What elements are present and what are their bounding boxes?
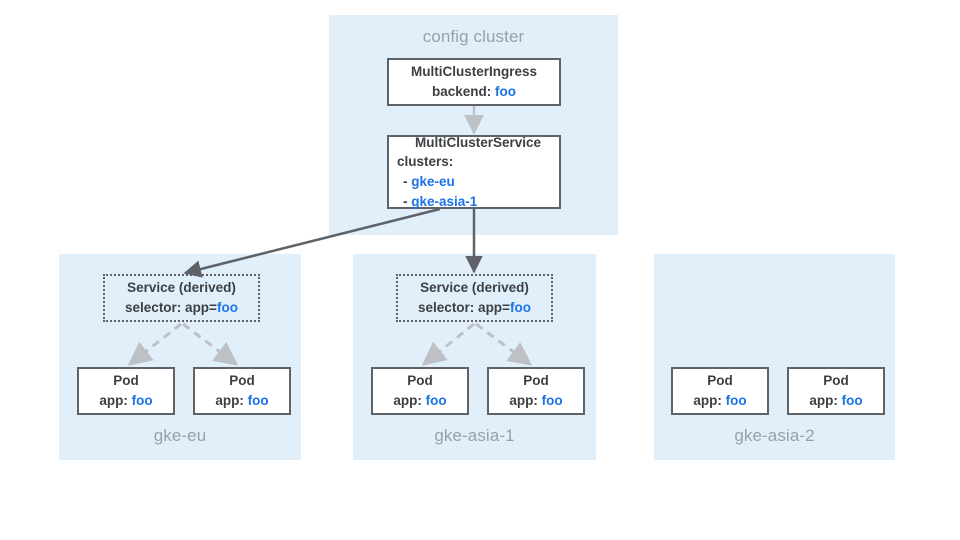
pod-title: Pod xyxy=(823,373,849,389)
pod-app: app: foo xyxy=(693,391,746,411)
multiclusterservice-title: MultiClusterService xyxy=(414,134,542,150)
cluster-label-gke-eu: gke-eu xyxy=(153,426,207,445)
pod-app-value: foo xyxy=(131,393,153,408)
pod-app: app: foo xyxy=(809,391,862,411)
multiclusteringress-box[interactable]: MultiClusterIngress backend: foo xyxy=(387,58,561,106)
derived-service-title: Service (derived) xyxy=(127,279,236,295)
derived-service-selector-value: foo xyxy=(216,300,238,315)
derived-service-selector-value: foo xyxy=(509,300,531,315)
cluster-ref-gke-eu: gke-eu xyxy=(411,174,455,189)
cluster-label-gke-asia-1: gke-asia-1 xyxy=(434,426,515,445)
pod-app-value: foo xyxy=(247,393,269,408)
pod-app: app: foo xyxy=(215,391,268,411)
pod-title: Pod xyxy=(707,373,733,389)
derived-service-box-gke-eu[interactable]: Service (derived) selector: app=foo xyxy=(103,274,260,322)
pod-box[interactable]: Pod app: foo xyxy=(77,367,175,415)
derived-service-title: Service (derived) xyxy=(420,279,529,295)
list-dash: - xyxy=(403,193,408,209)
pod-app: app: foo xyxy=(99,391,152,411)
pod-app: app: foo xyxy=(393,391,446,411)
pod-app-label: app: xyxy=(215,393,244,408)
pod-app: app: foo xyxy=(509,391,562,411)
multiclusterservice-clusters-label: clusters: xyxy=(397,154,454,170)
pod-app-value: foo xyxy=(541,393,563,408)
cluster-panel-gke-asia-1: gke-asia-1 xyxy=(353,254,596,460)
pod-box[interactable]: Pod app: foo xyxy=(671,367,769,415)
pod-app-value: foo xyxy=(725,393,747,408)
multiclusterservice-cluster-item: - gke-asia-1 xyxy=(397,192,477,212)
cluster-label-gke-asia-2: gke-asia-2 xyxy=(734,426,815,445)
derived-service-selector: selector: app=foo xyxy=(125,298,238,318)
cluster-ref-gke-asia-1: gke-asia-1 xyxy=(411,193,478,209)
multiclusterservice-cluster-item: - gke-eu xyxy=(397,172,455,192)
pod-app-value: foo xyxy=(425,393,447,408)
pod-title: Pod xyxy=(229,373,255,389)
pod-app-label: app: xyxy=(393,393,422,408)
pod-title: Pod xyxy=(523,373,549,389)
pod-box[interactable]: Pod app: foo xyxy=(787,367,885,415)
derived-service-box-gke-asia-1[interactable]: Service (derived) selector: app=foo xyxy=(396,274,553,322)
pod-app-label: app: xyxy=(509,393,538,408)
cluster-panel-gke-asia-2: gke-asia-2 xyxy=(654,254,895,460)
pod-box[interactable]: Pod app: foo xyxy=(487,367,585,415)
pod-title: Pod xyxy=(407,373,433,389)
pod-app-label: app: xyxy=(809,393,838,408)
pod-app-value: foo xyxy=(841,393,863,408)
multiclusteringress-backend: backend: foo xyxy=(432,82,516,102)
derived-service-selector-label: selector: app= xyxy=(418,300,510,315)
pod-box[interactable]: Pod app: foo xyxy=(193,367,291,415)
pod-box[interactable]: Pod app: foo xyxy=(371,367,469,415)
multiclusterservice-box[interactable]: MultiClusterService clusters: - gke-eu -… xyxy=(387,135,561,209)
multiclusteringress-backend-label: backend: xyxy=(431,84,492,99)
multiclusteringress-backend-value: foo xyxy=(495,84,517,99)
list-dash: - xyxy=(403,174,408,189)
derived-service-selector-label: selector: app= xyxy=(125,300,217,315)
pod-title: Pod xyxy=(113,373,139,389)
config-cluster-label: config cluster xyxy=(422,27,525,46)
pod-app-label: app: xyxy=(693,393,722,408)
derived-service-selector: selector: app=foo xyxy=(418,298,531,318)
multiclusteringress-title: MultiClusterIngress xyxy=(410,64,538,80)
pod-app-label: app: xyxy=(99,393,128,408)
